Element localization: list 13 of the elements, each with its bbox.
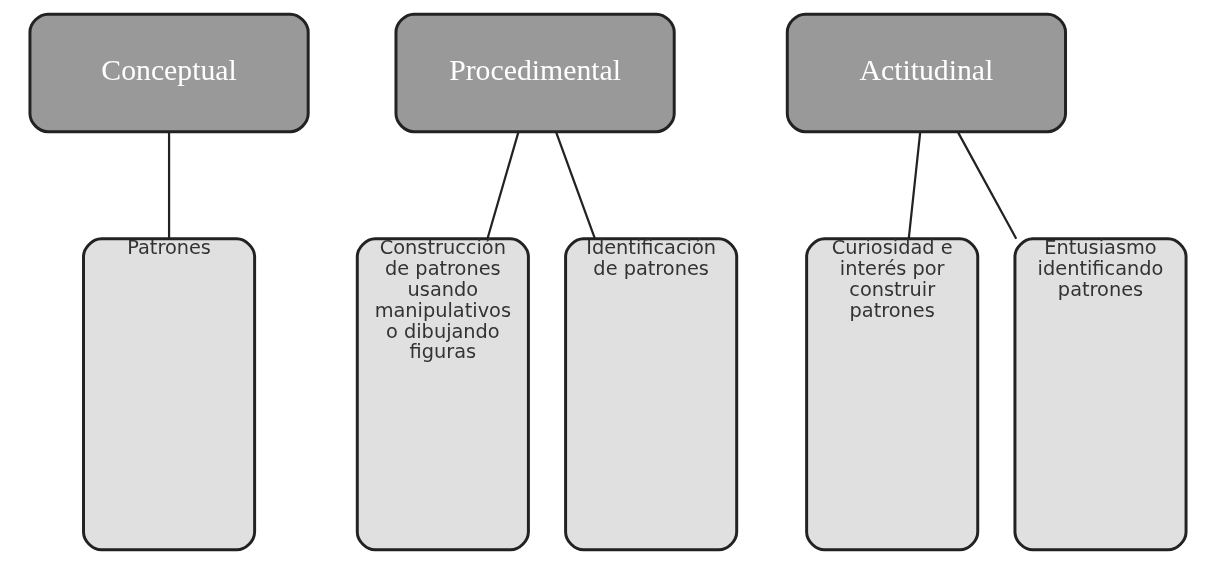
connector bbox=[554, 131, 596, 240]
node-box: Construcción de patrones usando manipulativos o dibujando figuras bbox=[355, 237, 530, 552]
node-box: Actitudinal bbox=[785, 12, 1067, 134]
connector bbox=[167, 132, 170, 239]
connector bbox=[907, 131, 921, 239]
connector bbox=[956, 131, 1017, 240]
node-box: Entusiasmo identificando patrones bbox=[1012, 237, 1188, 552]
node-box: Patrones bbox=[81, 237, 256, 552]
node-box: Curiosidad e interés por construir patrones bbox=[804, 237, 979, 552]
node-box: Conceptual bbox=[27, 12, 310, 134]
connector bbox=[485, 131, 519, 239]
node-box: Procedimental bbox=[394, 12, 676, 134]
node-box: Identificación de patrones bbox=[563, 237, 738, 552]
